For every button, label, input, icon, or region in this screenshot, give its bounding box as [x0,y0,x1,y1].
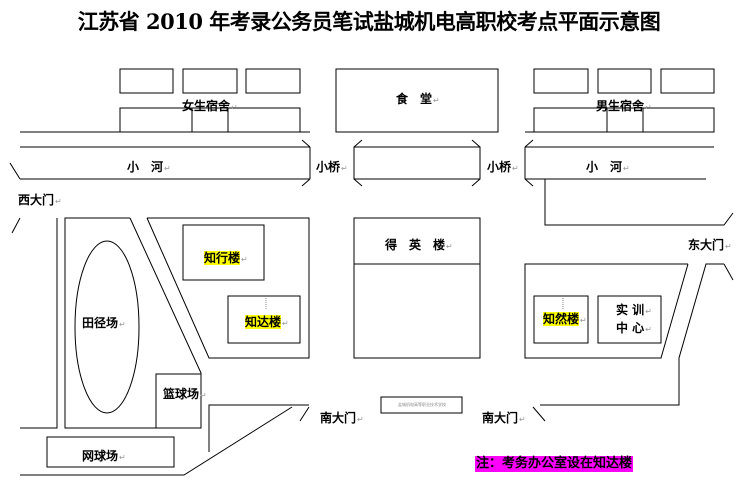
sports-area [64,217,202,429]
female-dorm-label: 女生宿舍 [182,99,238,115]
training-center-label-2: 中 心 [616,321,652,337]
male-dorm-label: 男生宿舍 [596,99,652,115]
canteen-label: 食 堂 [396,92,440,108]
training-center-building [597,295,662,344]
river-label-left: 小 河 [127,160,171,176]
east-gate-label: 东大门 [688,238,732,254]
canteen-building [335,68,499,133]
exam-office-note: 注：考务办公室设在知达楼 [475,456,634,472]
deying-building [353,217,481,359]
south-gate-label-left: 南大门 [320,411,364,427]
zhida-label: 知达楼 [245,315,282,329]
west-gate-label: 西大门 [18,193,62,209]
zhiran-building [533,295,589,344]
south-gate-label-right: 南大门 [482,411,526,427]
bridge-label-right: 小桥 [487,160,519,176]
river [9,139,714,187]
track-field-label: 田径场 [82,316,126,332]
bridge-label-left: 小桥 [316,160,348,176]
deying-label: 得 英 楼 [385,238,453,254]
school-sign-board [380,396,463,414]
zhida-building [227,295,301,344]
basketball-label: 篮球场 [163,387,207,403]
tennis-court [46,436,175,468]
map-title: 江苏省 2010 年考录公务员笔试盐城机电高职校考点平面示意图 [77,9,661,34]
zhiran-label: 知然楼 [543,312,580,326]
zhixing-building [182,224,265,281]
training-center-label-1: 实 训 [616,303,652,319]
school-sign-text: 盐城机电高等职业技术学校 [398,402,446,407]
river-label-right: 小 河 [586,160,630,176]
track-field-oval [74,240,140,414]
zhixing-label: 知行楼 [204,251,241,265]
tennis-label: 网球场 [82,449,126,465]
